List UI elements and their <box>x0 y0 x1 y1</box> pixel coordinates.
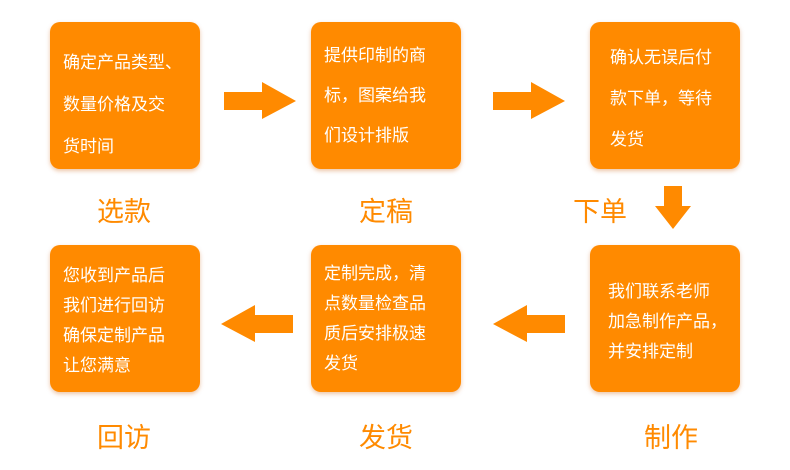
step-text: 并安排定制 <box>608 342 693 362</box>
step-box-followup: 您收到产品后 我们进行回访 确保定制产品 让您满意 <box>50 245 200 392</box>
step-text: 确保定制产品 <box>63 326 165 346</box>
step-text: 您收到产品后 <box>63 266 165 286</box>
step-text: 发货 <box>324 354 358 374</box>
step-text: 货时间 <box>63 137 114 157</box>
step-title-produce: 制作 <box>644 423 698 454</box>
step-text: 款下单，等待 <box>610 89 712 109</box>
step-text: 点数量检查品 <box>324 294 426 314</box>
step-title-finalize: 定稿 <box>359 197 413 228</box>
step-text: 数量价格及交 <box>63 95 165 115</box>
step-text: 加急制作产品， <box>608 312 727 332</box>
arrow-right-icon <box>493 82 565 119</box>
step-box-ship: 定制完成，清 点数量检查品 质后安排极速 发货 <box>311 245 461 392</box>
step-box-select: 确定产品类型、 数量价格及交 货时间 <box>50 22 200 169</box>
arrow-left-icon <box>221 305 293 342</box>
step-text: 标，图案给我 <box>324 86 426 106</box>
step-text: 们设计排版 <box>324 126 409 146</box>
step-text: 确认无误后付 <box>610 48 712 68</box>
step-text: 确定产品类型、 <box>63 53 182 73</box>
step-text: 提供印制的商 <box>324 46 426 66</box>
step-title-order: 下单 <box>573 197 627 228</box>
arrow-right-icon <box>224 82 296 119</box>
arrow-left-icon <box>493 305 565 342</box>
step-text: 质后安排极速 <box>324 324 426 344</box>
step-text: 定制完成，清 <box>324 264 426 284</box>
step-box-produce: 我们联系老师 加急制作产品， 并安排定制 <box>590 245 740 392</box>
step-text: 我们进行回访 <box>63 296 165 316</box>
step-text: 发货 <box>610 130 644 150</box>
step-box-order: 确认无误后付 款下单，等待 发货 <box>590 22 740 169</box>
step-title-select: 选款 <box>97 197 151 228</box>
step-text: 我们联系老师 <box>608 282 710 302</box>
step-title-ship: 发货 <box>359 423 413 454</box>
step-box-finalize: 提供印制的商 标，图案给我 们设计排版 <box>311 22 461 169</box>
arrow-down-icon <box>655 186 691 229</box>
step-text: 让您满意 <box>63 356 131 376</box>
step-title-followup: 回访 <box>97 423 151 454</box>
